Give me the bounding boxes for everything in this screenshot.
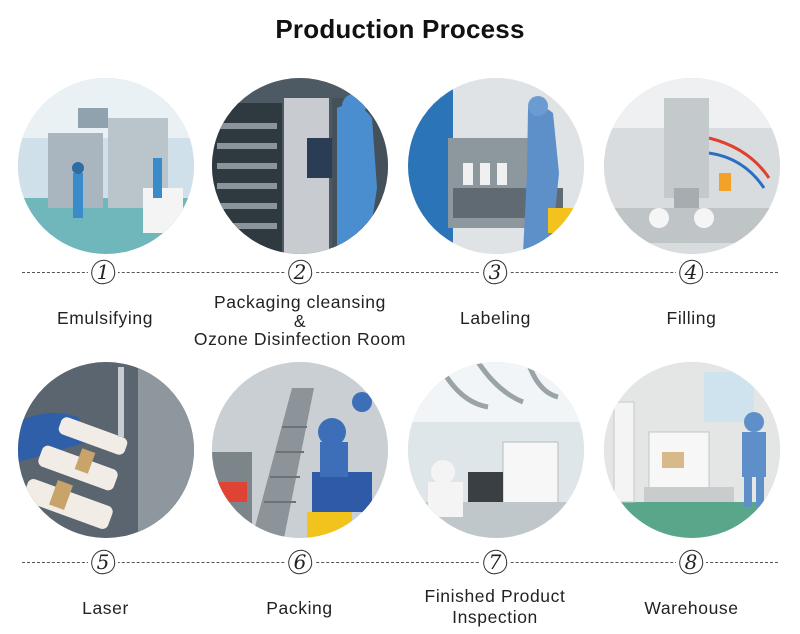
emulsifying-photo — [18, 78, 194, 254]
inspection-photo — [408, 362, 584, 538]
step-label-7: Finished Product Inspection — [424, 586, 566, 627]
warehouse-photo — [604, 362, 780, 538]
timeline-divider-top — [22, 272, 778, 273]
step-number-2: 2 — [285, 257, 315, 287]
step-label-8: Warehouse — [644, 598, 739, 618]
step-label-5: Laser — [82, 598, 129, 618]
step-label-3: Labeling — [460, 308, 531, 328]
step-label-1: Emulsifying — [56, 308, 154, 328]
timeline-divider-bottom — [22, 562, 778, 563]
disinfection-photo — [212, 78, 388, 254]
step-number-1: 1 — [88, 257, 118, 287]
step-number-3: 3 — [480, 257, 510, 287]
step-label-4: Filling — [666, 308, 717, 328]
laser-photo — [18, 362, 194, 538]
filling-photo — [604, 78, 780, 254]
step-number-5: 5 — [88, 547, 118, 577]
packing-photo — [212, 362, 388, 538]
page-title: Production Process — [275, 14, 525, 44]
labeling-photo — [408, 78, 584, 254]
step-number-4: 4 — [676, 257, 706, 287]
step-number-6: 6 — [285, 547, 315, 577]
step-label-2: Packaging cleansing & Ozone Disinfection… — [193, 292, 407, 349]
step-number-8: 8 — [676, 547, 706, 577]
step-label-6: Packing — [266, 598, 333, 618]
step-number-7: 7 — [480, 547, 510, 577]
